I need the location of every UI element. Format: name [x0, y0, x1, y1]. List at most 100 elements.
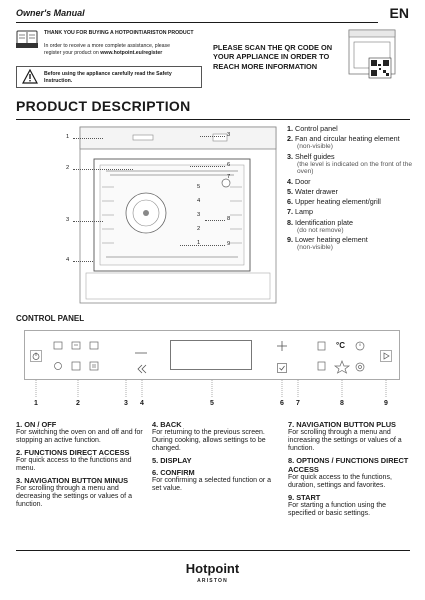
parts-list: 1. Control panel 2. Fan and circular heat… — [287, 124, 415, 254]
options-direct-access[interactable] — [312, 338, 372, 374]
part-label: Water drawer — [295, 187, 338, 197]
part-label: Lower heating element — [295, 235, 368, 245]
shelf-level-1: 1 — [197, 240, 201, 246]
desc-heading: 7. NAVIGATION BUTTON PLUS — [288, 420, 396, 429]
desc-heading: 6. CONFIRM — [152, 468, 195, 477]
desc-heading: 5. DISPLAY — [152, 456, 192, 465]
thanks-text: In order to receive a more complete assi… — [44, 43, 204, 56]
language-code: EN — [389, 5, 409, 21]
manual-label: Owner's Manual — [16, 8, 85, 18]
desc-heading: 4. BACK — [152, 420, 182, 429]
part-label: Shelf guides — [295, 151, 335, 161]
callout-4: 4 — [66, 257, 70, 263]
confirm-icon[interactable] — [277, 360, 287, 373]
part-label: Identification plate — [295, 217, 353, 227]
warning-text: Before using the appliance carefully rea… — [44, 71, 172, 84]
warning-icon — [21, 68, 39, 84]
callout-3-right: 3 — [227, 132, 231, 138]
oven-diagram — [78, 125, 278, 305]
callout-6: 6 — [227, 162, 231, 168]
header-rule — [16, 22, 378, 23]
part-number: 6. — [287, 197, 293, 207]
desc-text: For starting a function using the specif… — [288, 502, 387, 517]
part-label: Lamp — [295, 207, 313, 217]
part-item: 3. Shelf guides(the level is indicated o… — [287, 151, 415, 176]
minus-button[interactable] — [134, 343, 148, 354]
cp-num-3: 3 — [124, 400, 128, 407]
desc-text: For returning to the previous screen. Du… — [152, 429, 266, 452]
part-note: (the level is indicated on the front of … — [297, 161, 413, 176]
part-note: (non-visible) — [297, 143, 333, 151]
power-icon[interactable] — [30, 349, 42, 362]
part-number: 8. — [287, 217, 293, 227]
desc-heading: 2. FUNCTIONS DIRECT ACCESS — [16, 448, 130, 457]
control-panel-title: CONTROL PANEL — [16, 314, 85, 323]
leader-9 — [180, 245, 225, 246]
leader-3-right — [200, 136, 225, 137]
functions-direct-access[interactable] — [50, 338, 108, 374]
part-label: Upper heating element/grill — [295, 197, 381, 207]
shelf-level-4: 4 — [197, 198, 201, 204]
brand-logo: Hotpoint — [185, 561, 240, 576]
thanks-line-1: In order to receive a more complete assi… — [44, 43, 171, 49]
cp-num-1: 1 — [34, 400, 38, 407]
desc-text: For quick access to the functions, durat… — [288, 474, 392, 489]
qr-oven-icon — [345, 28, 401, 80]
desc-text: For scrolling through a menu and decreas… — [16, 485, 132, 508]
shelf-level-3: 3 — [197, 212, 201, 218]
leader-6 — [190, 166, 225, 167]
cp-num-9: 9 — [384, 400, 388, 407]
section-rule — [16, 119, 410, 120]
cp-leader-lines — [24, 380, 404, 400]
register-link[interactable]: www.hotpoint.eu/register — [100, 49, 163, 56]
desc-text: For confirming a selected function or a … — [152, 477, 272, 492]
callout-7: 7 — [227, 174, 231, 180]
callout-8: 8 — [227, 216, 231, 222]
part-note: (do not remove) — [297, 226, 344, 234]
part-number: 4. — [287, 176, 293, 186]
warning-box — [16, 66, 202, 88]
part-number: 1. — [287, 124, 293, 133]
part-item: 8. Identification plate(do not remove) — [287, 217, 415, 235]
cp-num-8: 8 — [340, 400, 344, 407]
desc-heading: 1. ON / OFF — [16, 420, 57, 429]
temp-unit: °C — [336, 341, 345, 350]
leader-3-left — [73, 221, 103, 222]
thanks-title: THANK YOU FOR BUYING A HOTPOINT/ARISTON … — [44, 30, 194, 36]
cp-num-5: 5 — [210, 400, 214, 407]
part-item: 9. Lower heating element(non-visible) — [287, 236, 415, 252]
part-number: 2. — [287, 134, 293, 144]
cp-num-2: 2 — [76, 400, 80, 407]
part-number: 5. — [287, 187, 293, 197]
cp-num-6: 6 — [280, 400, 284, 407]
brand-sub: ARISTON — [197, 578, 228, 584]
leader-4 — [73, 261, 93, 262]
plus-button[interactable] — [276, 339, 288, 351]
leader-8 — [205, 220, 225, 221]
back-icon[interactable] — [136, 361, 148, 374]
part-item: 2. Fan and circular heating element(non-… — [287, 135, 415, 151]
callout-3-left: 3 — [66, 217, 70, 223]
callout-9: 9 — [227, 241, 231, 247]
callout-2: 2 — [66, 165, 70, 171]
part-note: (non-visible) — [297, 244, 333, 252]
cp-num-4: 4 — [140, 400, 144, 407]
part-item: 6. Upper heating element/grill — [287, 198, 415, 206]
start-icon[interactable] — [380, 349, 392, 362]
part-label: Control panel — [295, 124, 338, 133]
desc-text: For scrolling through a menu and increas… — [288, 429, 402, 452]
part-item: 7. Lamp — [287, 208, 415, 216]
part-item: 5. Water drawer — [287, 187, 415, 197]
part-item: 4. Door — [287, 176, 415, 186]
display-screen — [170, 340, 252, 370]
shelf-level-5: 5 — [197, 184, 201, 190]
footer-rule — [16, 550, 410, 551]
book-icon — [16, 30, 38, 48]
leader-2 — [73, 169, 133, 170]
desc-text: For switching the oven on and off and fo… — [16, 429, 143, 444]
part-label: Door — [295, 176, 311, 186]
leader-1 — [73, 138, 103, 139]
thanks-line-2: register your product on — [44, 49, 99, 56]
